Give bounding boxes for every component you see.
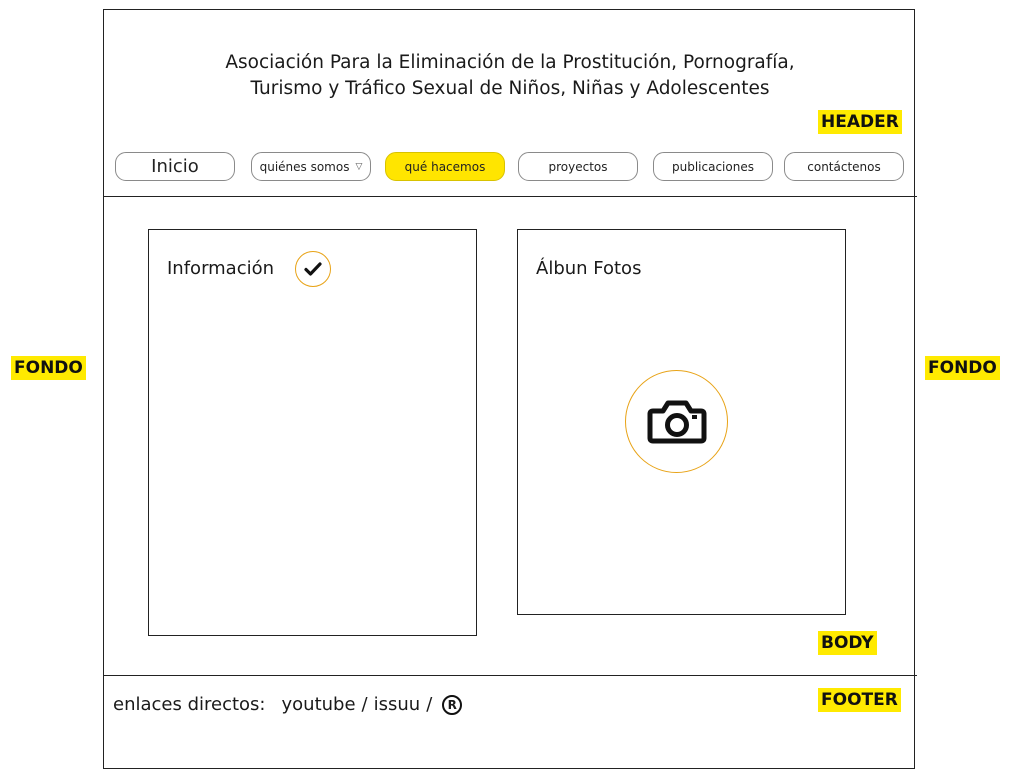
site-title-line-1: Asociación Para la Eliminación de la Pro… <box>225 52 795 73</box>
nav-quienes-somos-label: quiénes somos <box>259 159 350 174</box>
album-camera-button[interactable] <box>625 370 728 473</box>
registered-icon[interactable]: R <box>442 694 463 715</box>
info-panel-title: Información <box>167 258 275 279</box>
nav-publicaciones-label: publicaciones <box>672 159 754 174</box>
info-panel: Información <box>148 229 477 636</box>
nav-inicio-label: Inicio <box>151 156 199 177</box>
header-divider <box>103 196 917 197</box>
site-title-line-2: Turismo y Tráfico Sexual de Niños, Niñas… <box>250 78 770 99</box>
camera-icon <box>647 400 706 443</box>
album-panel: Álbun Fotos <box>517 229 846 615</box>
youtube-link[interactable]: youtube <box>281 694 356 715</box>
site-title: Asociación Para la Eliminación de la Pro… <box>120 50 900 102</box>
nav-que-hacemos-button[interactable]: qué hacemos <box>385 152 505 181</box>
issuu-link[interactable]: issuu <box>373 694 421 715</box>
nav-quienes-somos-button[interactable]: quiénes somos ▽ <box>251 152 371 181</box>
checkmark-icon <box>304 262 322 276</box>
album-panel-title: Álbun Fotos <box>536 258 642 279</box>
nav-publicaciones-button[interactable]: publicaciones <box>653 152 773 181</box>
nav-que-hacemos-label: qué hacemos <box>404 159 486 174</box>
nav-proyectos-button[interactable]: proyectos <box>518 152 638 181</box>
fondo-right-label: FONDO <box>925 356 1000 380</box>
fondo-left-label: FONDO <box>11 356 86 380</box>
nav-inicio-button[interactable]: Inicio <box>115 152 235 181</box>
footer-divider <box>103 675 917 676</box>
info-check-button[interactable] <box>295 251 331 287</box>
footer-separator: / <box>361 694 368 715</box>
footer-label: FOOTER <box>818 688 901 712</box>
header-label: HEADER <box>818 110 902 134</box>
footer-prefix: enlaces directos: <box>113 694 266 715</box>
nav-contactenos-button[interactable]: contáctenos <box>784 152 904 181</box>
footer-links: enlaces directos: youtube / issuu / R <box>113 694 463 715</box>
body-label: BODY <box>818 631 877 655</box>
triangle-down-icon: ▽ <box>355 161 363 172</box>
nav-proyectos-label: proyectos <box>548 159 608 174</box>
nav-contactenos-label: contáctenos <box>807 159 881 174</box>
footer-separator: / <box>426 694 433 715</box>
